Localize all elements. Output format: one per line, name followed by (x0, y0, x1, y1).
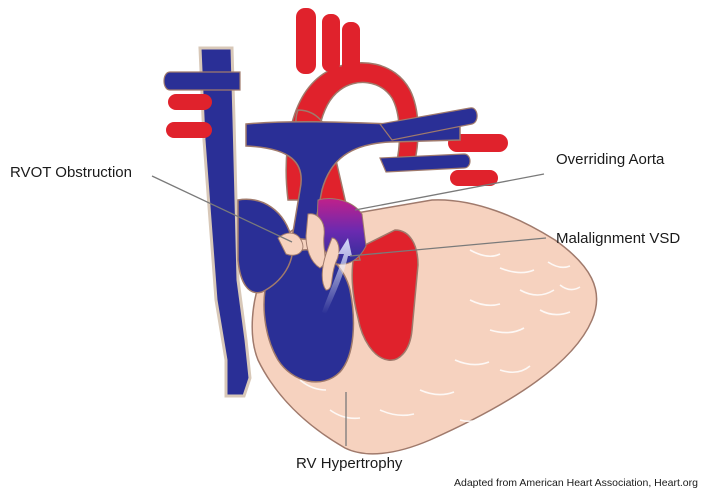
label-rv-hypertrophy: RV Hypertrophy (296, 455, 402, 472)
label-malalignment-vsd: Malalignment VSD (556, 230, 680, 247)
label-overriding-aorta: Overriding Aorta (556, 151, 664, 168)
left-pulmonary-artery (164, 72, 240, 90)
source-credit: Adapted from American Heart Association,… (454, 477, 698, 489)
aortic-branches (296, 8, 360, 78)
label-rvot-obstruction: RVOT Obstruction (10, 164, 132, 181)
pulmonary-vein-branch (380, 154, 470, 172)
